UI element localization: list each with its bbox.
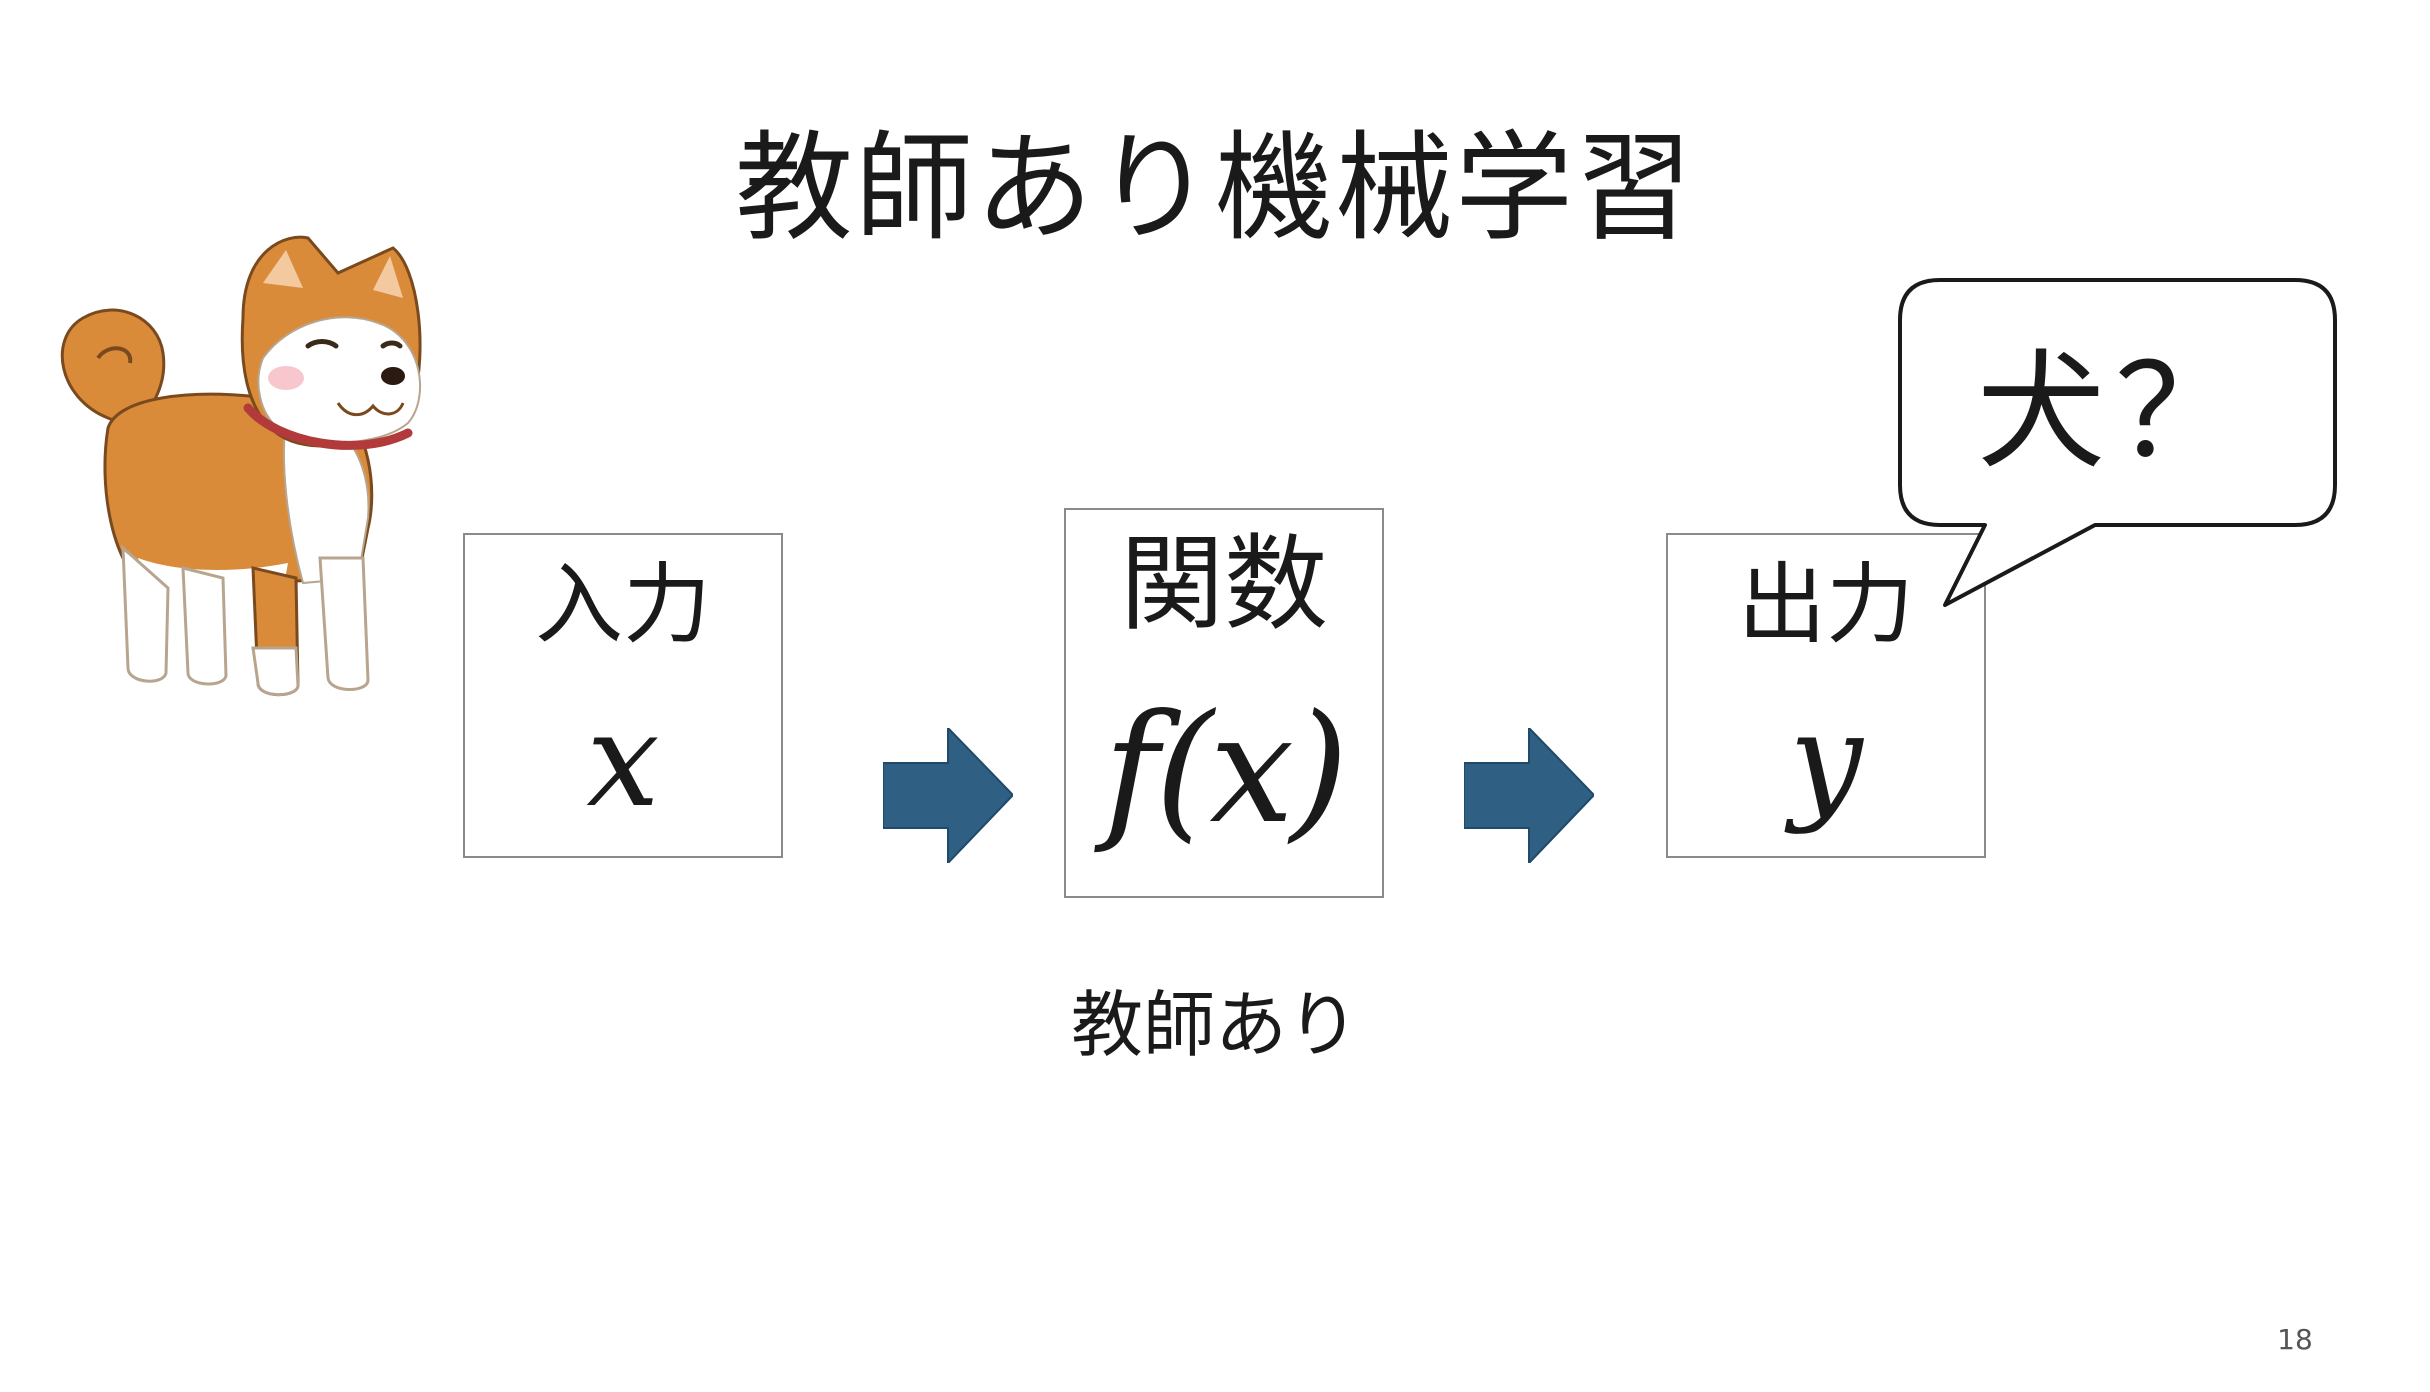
right-arrow-icon (883, 728, 1013, 863)
page-number: 18 (2277, 1323, 2313, 1356)
right-arrow-icon (1464, 728, 1594, 863)
function-box: 関数 f(x) (1064, 508, 1384, 898)
slide-title: 教師あり機械学習 (734, 119, 1695, 257)
dog-illustration (60, 235, 422, 697)
speech-bubble (1898, 278, 2337, 607)
input-label: 入力 (534, 553, 711, 656)
caption: 教師あり (1070, 983, 1359, 1067)
function-symbol: f(x) (1103, 683, 1348, 857)
input-symbol: x (586, 684, 660, 836)
input-box: 入力 x (463, 533, 783, 858)
output-label: 出力 (1737, 553, 1914, 656)
output-symbol: y (1789, 684, 1863, 836)
speech-bubble-text: 犬？ (1976, 338, 2253, 487)
function-label: 関数 (1119, 523, 1328, 645)
output-box: 出力 y (1666, 533, 1986, 858)
